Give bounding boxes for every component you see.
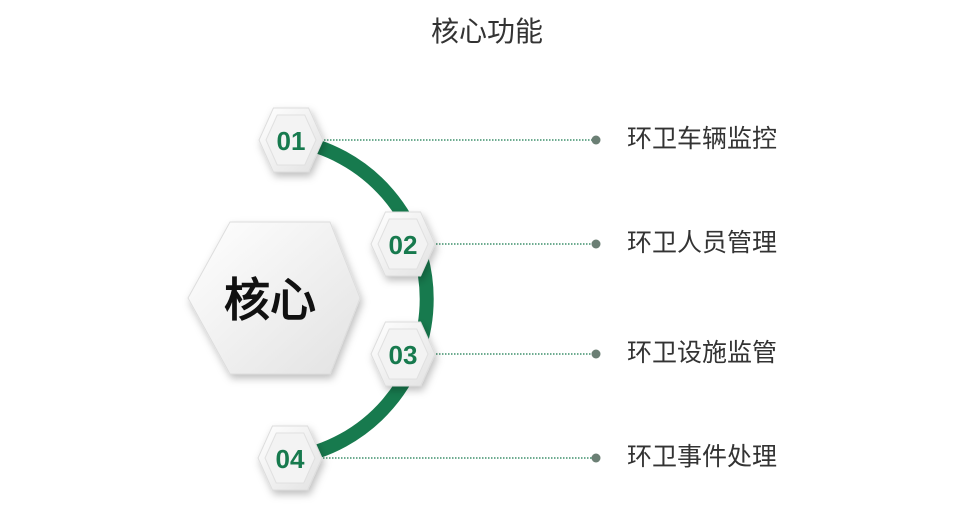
item-number: 03 (389, 340, 418, 370)
connector-dot (591, 135, 601, 145)
item-number: 04 (276, 444, 305, 474)
item-label: 环卫人员管理 (627, 228, 778, 257)
connector-dot (591, 349, 601, 359)
item-label: 环卫事件处理 (627, 442, 778, 471)
item-label: 环卫设施监管 (627, 338, 778, 367)
page-title: 核心功能 (430, 15, 543, 48)
number-hexagon: 04 (257, 425, 323, 491)
number-hexagon: 02 (370, 211, 436, 277)
center-label: 核心 (224, 273, 316, 327)
connector-dot (591, 453, 601, 463)
center-hexagon (187, 221, 361, 375)
item-number: 02 (389, 230, 418, 260)
number-hexagon: 03 (370, 321, 436, 387)
green-arc (289, 133, 434, 465)
connector-dot (591, 239, 601, 249)
item-number: 01 (277, 126, 306, 156)
number-hexagon: 01 (258, 107, 324, 173)
item-label: 环卫车辆监控 (627, 124, 778, 153)
